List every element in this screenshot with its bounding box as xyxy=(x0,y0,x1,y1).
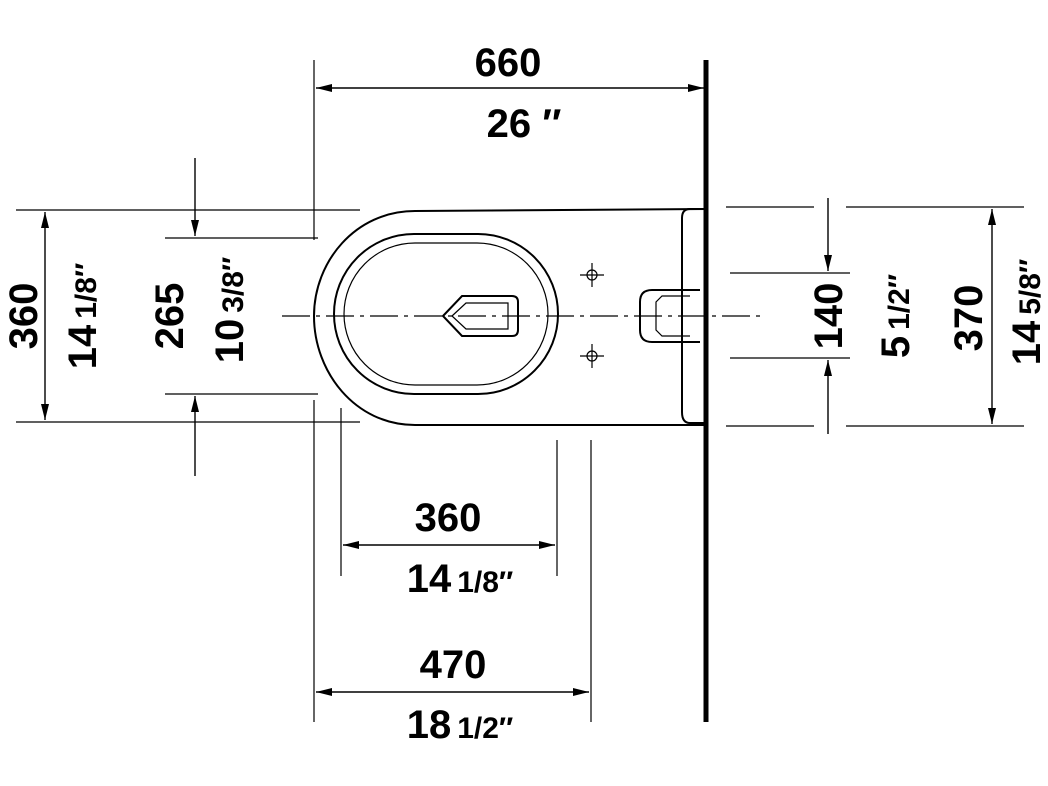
dim-370-inch-frac: 5/8″ xyxy=(1014,259,1047,315)
dim-360-left-inch-whole: 14 xyxy=(61,324,105,369)
dim-360-left-inch: 14 1/8″ xyxy=(61,263,105,370)
rear-connection-block xyxy=(681,208,706,424)
dim-370-mm: 370 xyxy=(947,285,991,352)
dim-360-bottom-inch-whole: 14 xyxy=(407,557,452,601)
bowl-inner-opening xyxy=(343,242,549,386)
dim-140-inch-whole: 5 xyxy=(874,336,918,358)
toilet-bowl-outline xyxy=(312,208,707,426)
dim-660-inch: 26 ″ xyxy=(487,102,562,146)
bowl-inner-rim xyxy=(333,233,559,395)
dim-360-bottom-mm: 360 xyxy=(415,496,482,540)
dim-660-mm: 660 xyxy=(475,41,542,85)
dim-265-inch-whole: 10 xyxy=(208,319,252,364)
dim-470-mm: 470 xyxy=(420,643,487,687)
dim-470-inch-frac: 1/2″ xyxy=(457,712,513,745)
dim-370-inch: 14 5/8″ xyxy=(1005,259,1048,366)
dim-265-mm: 265 xyxy=(148,283,192,350)
fixing-hole-bottom xyxy=(580,344,604,368)
dim-265-inch-frac: 3/8″ xyxy=(217,257,250,313)
dim-140-inch-frac: 1/2″ xyxy=(883,274,916,330)
dim-360-left-mm: 360 xyxy=(2,283,46,350)
dim-140-mm: 140 xyxy=(807,283,851,350)
dim-360-bottom-inch-frac: 1/8″ xyxy=(457,566,513,599)
dim-370-inch-whole: 14 xyxy=(1005,320,1048,365)
dim-470-inch-whole: 18 xyxy=(407,703,452,747)
dim-140-inch: 5 1/2″ xyxy=(874,274,918,358)
fixing-hole-top xyxy=(580,263,604,287)
dim-360-left-inch-frac: 1/8″ xyxy=(70,263,103,319)
dim-265-inch: 10 3/8″ xyxy=(208,257,252,364)
